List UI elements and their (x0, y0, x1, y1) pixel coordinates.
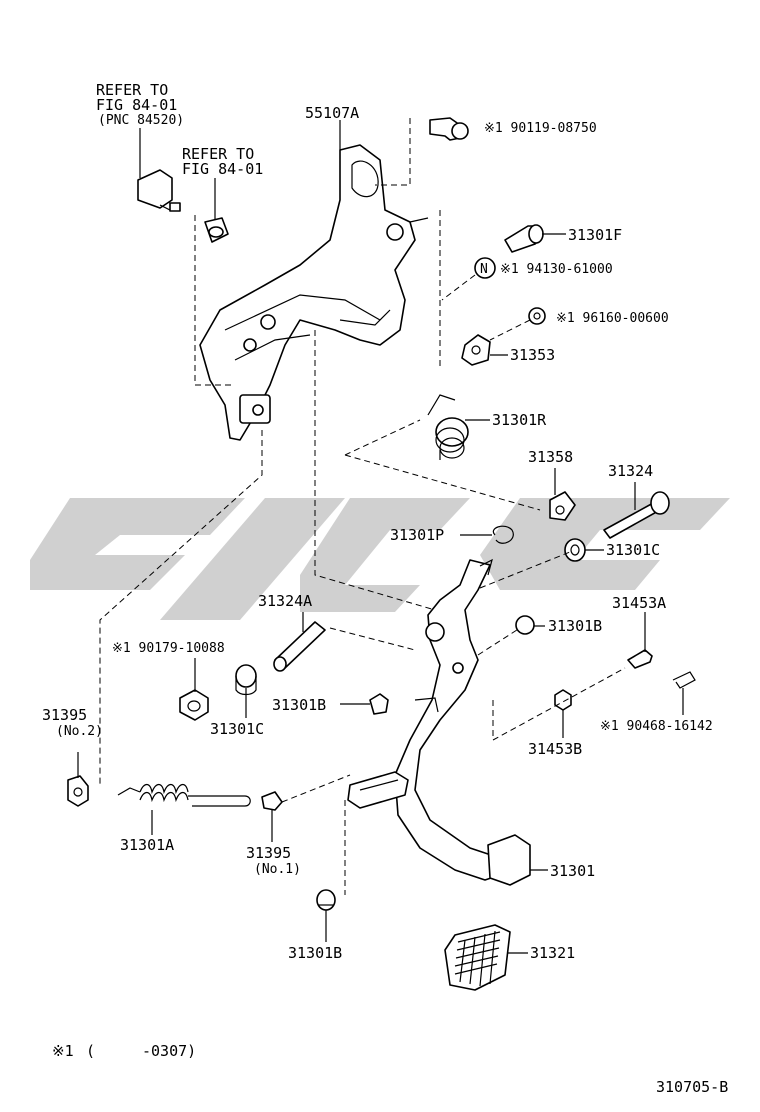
clip-31301p (492, 525, 514, 544)
label-31301f: 31301F (568, 226, 622, 244)
label-31301: 31301 (550, 862, 595, 880)
refer-note-1-line2: FIG 84-01 (96, 96, 177, 114)
clip-90468 (672, 671, 696, 689)
leader-lines (77, 120, 684, 954)
label-31301p: 31301P (390, 526, 444, 544)
bracket-55107a (199, 144, 429, 441)
footnote-mark: ※1 (52, 1042, 74, 1060)
label-31301r: 31301R (492, 411, 547, 429)
spring-31301r (427, 394, 469, 460)
label-90179-10088: ※1 90179-10088 (112, 641, 225, 656)
label-31395-no2: 31395 (42, 706, 87, 724)
stopper-bracket (347, 771, 409, 809)
footnote-open: ( (86, 1042, 95, 1060)
label-96160-00600: ※1 96160-00600 (556, 311, 669, 326)
nut-94130: N (474, 257, 496, 279)
label-94130-61000: ※1 94130-61000 (500, 262, 613, 277)
pin-31301b-b (369, 693, 389, 715)
label-31301b-b: 31301B (272, 696, 326, 714)
nut-90179 (179, 689, 209, 721)
refer-note-2-line1: REFER TO (182, 145, 254, 163)
figure-code: 310705-B (656, 1078, 728, 1096)
label-90468-16142: ※1 90468-16142 (600, 719, 713, 734)
clip-31358 (549, 491, 576, 521)
bolt-31453a (627, 649, 653, 669)
nut-31453b (554, 689, 572, 711)
bushing-31301c-b (235, 664, 257, 696)
clip-31395-no1 (261, 791, 283, 811)
bushing-31301c-a (564, 538, 586, 562)
refer-note-1-line3: (PNC 84520) (98, 113, 184, 128)
label-31301a: 31301A (120, 836, 174, 854)
footnote-range: -0307) (142, 1042, 196, 1060)
label-31353: 31353 (510, 346, 555, 364)
label-31301c-b: 31301C (210, 720, 264, 738)
refer-note-2-line2: FIG 84-01 (182, 160, 263, 178)
clip-31395-no2 (67, 775, 89, 807)
label-31301b-a: 31301B (548, 617, 602, 635)
label-31453b: 31453B (528, 740, 582, 758)
label-31321: 31321 (530, 944, 575, 962)
watermark-logo (30, 498, 730, 620)
link-31353 (461, 334, 491, 366)
pedal-arm-31301 (394, 558, 531, 886)
bolt-90119 (429, 117, 469, 141)
pedal-pad-31321 (444, 924, 511, 991)
label-31324: 31324 (608, 462, 653, 480)
label-31301b-c: 31301B (288, 944, 342, 962)
pin-31301f (504, 224, 544, 253)
pin-31324a (273, 621, 326, 672)
label-31395-no1-sub: (No.1) (254, 862, 301, 877)
part-labels: REFER TO FIG 84-01 (PNC 84520) REFER TO … (42, 81, 728, 1096)
refer-note-1-line1: REFER TO (96, 81, 168, 99)
sensor-part (137, 169, 229, 243)
label-31395-no1: 31395 (246, 844, 291, 862)
label-31358: 31358 (528, 448, 573, 466)
assembly-dashed-lines (99, 118, 626, 895)
stop-31301b-c (316, 889, 336, 911)
washer-96160 (528, 307, 546, 325)
label-90119-08750: ※1 90119-08750 (484, 121, 597, 136)
label-31324a: 31324A (258, 592, 312, 610)
nut-letter: N (480, 262, 488, 277)
spring-31301a (117, 783, 251, 807)
label-31301c-a: 31301C (606, 541, 660, 559)
label-55107a: 55107A (305, 104, 359, 122)
label-31453a: 31453A (612, 594, 666, 612)
bolt-31324 (603, 491, 670, 539)
ball-31301b-a (515, 615, 535, 635)
label-31395-no2-sub: (No.2) (56, 724, 103, 739)
